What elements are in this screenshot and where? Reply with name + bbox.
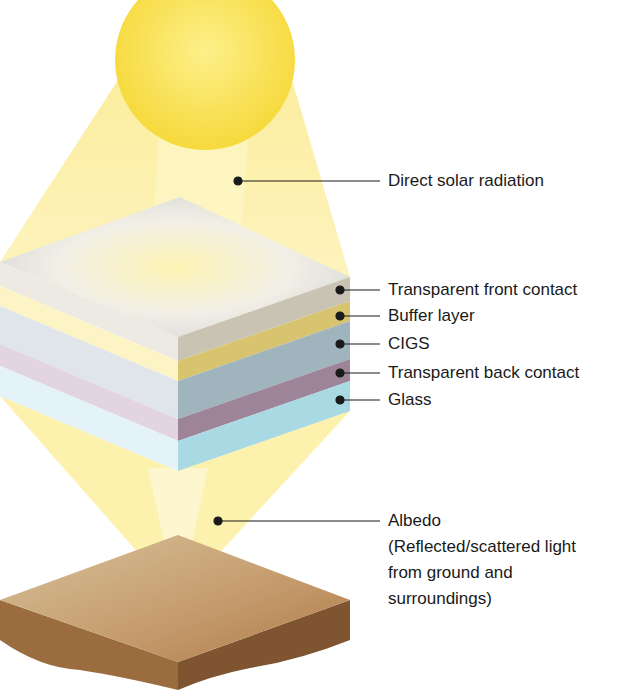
leader-dot xyxy=(214,517,222,525)
leader-line xyxy=(340,289,380,290)
leader-dot xyxy=(336,286,344,294)
leader-dot xyxy=(336,312,344,320)
callout-label: Transparent back contact xyxy=(388,360,623,386)
callout-label: Buffer layer xyxy=(388,303,623,329)
leader-line xyxy=(218,520,380,521)
leader-dot xyxy=(234,177,242,185)
leader-line xyxy=(340,315,380,316)
leader-line xyxy=(340,399,380,400)
callout-label: Glass xyxy=(388,387,623,413)
leader-dot xyxy=(336,340,344,348)
leader-line xyxy=(238,180,380,181)
leader-dot xyxy=(336,396,344,404)
leader-line xyxy=(340,343,380,344)
callout-label: Transparent front contact xyxy=(388,277,623,303)
leader-lines xyxy=(214,177,380,525)
ground-surface xyxy=(0,535,350,662)
glass-left xyxy=(0,366,178,471)
callout-label: (Reflected/scattered light from ground a… xyxy=(388,534,603,612)
callout-label: Albedo xyxy=(388,508,623,534)
glass-right xyxy=(178,381,350,471)
leader-dot xyxy=(336,369,344,377)
leader-line xyxy=(340,372,380,373)
callout-label: Direct solar radiation xyxy=(388,168,623,194)
sun xyxy=(115,0,295,150)
callout-label: CIGS xyxy=(388,331,623,357)
